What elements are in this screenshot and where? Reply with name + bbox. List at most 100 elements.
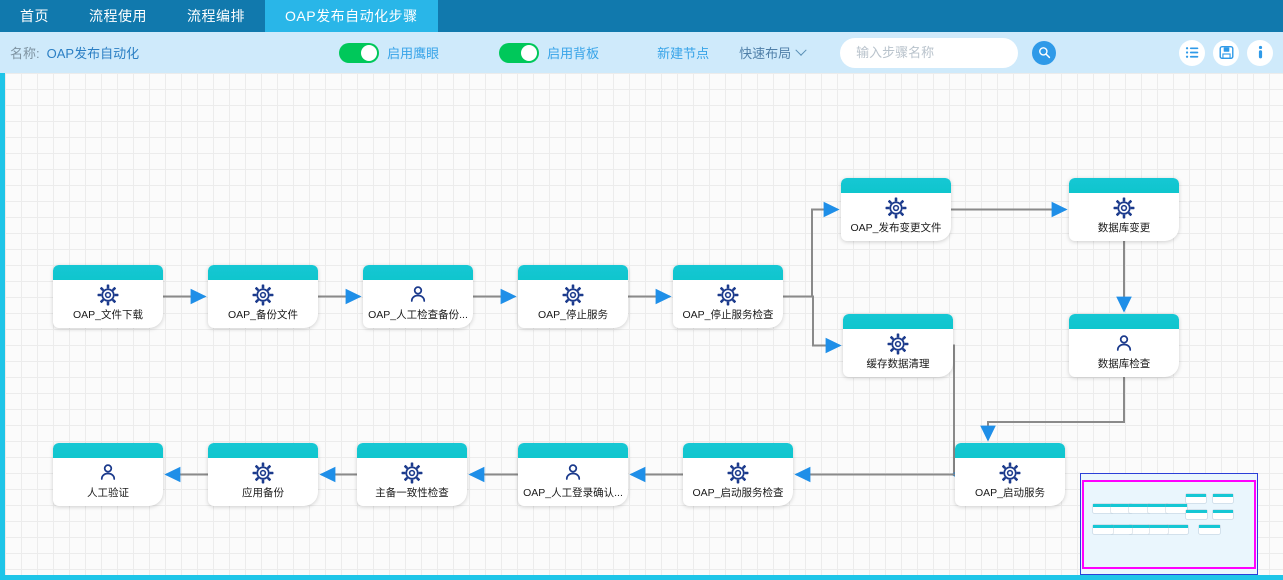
- node-icon: [97, 458, 119, 485]
- quick-layout-dropdown[interactable]: 快速布局: [739, 43, 807, 62]
- quick-layout-label: 快速布局: [739, 46, 792, 61]
- minimap-node: [1129, 504, 1150, 514]
- node-icon: [885, 193, 907, 220]
- node-label: OAP_人工登录确认...: [523, 487, 623, 499]
- node-label: 缓存数据清理: [866, 358, 930, 370]
- node-header: [518, 265, 628, 280]
- search-button[interactable]: [1032, 40, 1057, 65]
- flow-node[interactable]: OAP_停止服务检查: [673, 265, 783, 328]
- flow-node[interactable]: 主备一致性检查: [357, 443, 467, 506]
- node-icon: [1113, 193, 1135, 220]
- flow-edge: [980, 377, 1125, 442]
- toggle-hawkeye-label: 启用鹰眼: [387, 46, 440, 61]
- flow-node[interactable]: 数据库检查: [1069, 314, 1179, 377]
- flow-node[interactable]: OAP_启动服务: [955, 443, 1065, 506]
- flow-node[interactable]: 数据库变更: [1069, 178, 1179, 241]
- toggle-backplane-switch[interactable]: [499, 42, 540, 63]
- chevron-down-icon: [795, 44, 807, 56]
- gear-icon: [1113, 197, 1135, 218]
- node-label: OAP_启动服务检查: [692, 487, 784, 499]
- editor-toolbar: 名称: OAP发布自动化 启用鹰眼 启用背板 新建节点 快速布局: [0, 32, 1283, 73]
- tab-2[interactable]: 流程编排: [187, 8, 245, 24]
- node-icon: [727, 458, 749, 485]
- flow-node[interactable]: 缓存数据清理: [843, 314, 953, 377]
- flow-node[interactable]: 应用备份: [208, 443, 318, 506]
- toggle-hawkeye-switch[interactable]: [339, 42, 380, 63]
- node-label: 数据库变更: [1097, 222, 1151, 234]
- minimap-node: [1128, 525, 1150, 535]
- flow-node[interactable]: OAP_人工检查备份...: [363, 265, 473, 328]
- save-icon-button[interactable]: [1213, 39, 1239, 66]
- toolbar-icon-group: [1171, 39, 1283, 66]
- node-label: 应用备份: [242, 487, 284, 499]
- minimap-viewport[interactable]: [1082, 480, 1256, 569]
- node-header: [1069, 178, 1179, 193]
- person-icon: [410, 285, 426, 302]
- flow-canvas[interactable]: OAP_文件下载 OAP_备份文件 OAP_人工检查备份... OAP_停止服务 OAP…: [0, 73, 1283, 580]
- new-node-button[interactable]: 新建节点: [657, 46, 710, 61]
- search-input[interactable]: [856, 45, 1033, 60]
- node-label: 人工验证: [87, 487, 129, 499]
- node-header: [518, 443, 628, 458]
- minimap-node: [1165, 504, 1187, 514]
- edge-layer: [163, 201, 1132, 483]
- node-icon: [1113, 329, 1135, 356]
- node-header: [955, 443, 1065, 458]
- flow-node[interactable]: 人工验证: [53, 443, 163, 506]
- node-label: OAP_发布变更文件: [850, 222, 942, 234]
- flow-node[interactable]: OAP_停止服务: [518, 265, 628, 328]
- node-header: [208, 443, 318, 458]
- node-icon: [562, 458, 584, 485]
- list-icon: [1185, 47, 1198, 58]
- node-header: [363, 265, 473, 280]
- gear-icon: [562, 284, 584, 305]
- flow-node[interactable]: OAP_人工登录确认...: [518, 443, 628, 506]
- node-icon: [717, 280, 739, 307]
- tab-0[interactable]: 首页: [20, 8, 49, 24]
- flow-edge: [783, 201, 840, 298]
- node-header: [843, 314, 953, 329]
- info-icon-button[interactable]: [1247, 39, 1273, 66]
- flow-edge: [783, 295, 842, 354]
- gear-icon: [717, 284, 739, 305]
- gear-icon: [887, 333, 909, 354]
- toggle-backplane[interactable]: 启用背板: [499, 42, 599, 63]
- node-icon: [252, 458, 274, 485]
- flow-node[interactable]: OAP_发布变更文件: [841, 178, 951, 241]
- node-icon: [887, 329, 909, 356]
- gear-icon: [885, 197, 907, 218]
- minimap[interactable]: [1080, 473, 1258, 575]
- toggle-hawkeye[interactable]: 启用鹰眼: [339, 42, 440, 63]
- flow-node[interactable]: OAP_启动服务检查: [683, 443, 793, 506]
- search-box[interactable]: [840, 37, 1057, 68]
- tab-3[interactable]: OAP发布自动化步骤: [265, 0, 438, 32]
- node-label: OAP_备份文件: [227, 309, 298, 321]
- minimap-node: [1110, 525, 1132, 535]
- minimap-node: [1199, 525, 1220, 535]
- gear-icon: [97, 284, 119, 305]
- node-label: OAP_文件下载: [72, 309, 143, 321]
- node-header: [53, 265, 163, 280]
- minimap-node: [1147, 504, 1169, 514]
- gear-icon: [252, 462, 274, 483]
- gear-icon: [252, 284, 274, 305]
- list-icon-button[interactable]: [1179, 39, 1205, 66]
- minimap-node: [1185, 493, 1207, 503]
- flow-node[interactable]: OAP_备份文件: [208, 265, 318, 328]
- minimap-node: [1167, 525, 1188, 535]
- person-icon: [100, 463, 116, 480]
- tab-1[interactable]: 流程使用: [89, 8, 147, 24]
- node-icon: [999, 458, 1021, 485]
- node-icon: [401, 458, 423, 485]
- flow-node[interactable]: OAP_文件下载: [53, 265, 163, 328]
- node-label: 数据库检查: [1097, 358, 1151, 370]
- node-label: OAP_人工检查备份...: [368, 309, 468, 321]
- node-label: OAP_停止服务检查: [682, 309, 774, 321]
- minimap-node: [1092, 525, 1114, 535]
- tab-bar: 首页 流程使用 流程编排 OAP发布自动化步骤: [0, 0, 1283, 32]
- node-icon: [407, 280, 429, 307]
- minimap-node: [1212, 493, 1234, 503]
- minimap-node: [1147, 525, 1169, 535]
- node-icon: [562, 280, 584, 307]
